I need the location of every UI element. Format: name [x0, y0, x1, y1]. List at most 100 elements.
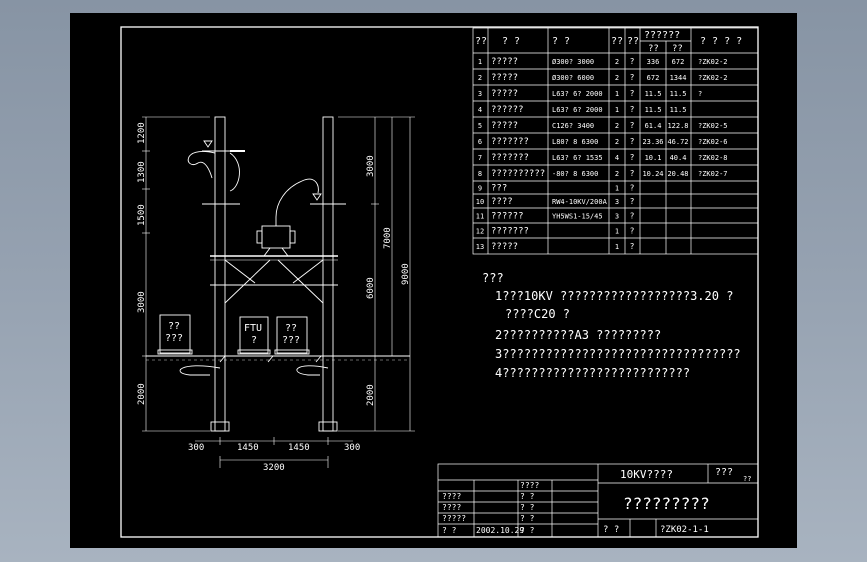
drawing-frame: [120, 26, 759, 538]
bom-row-weight-1: 23.36: [642, 138, 663, 146]
dim-bottom-3: 1450: [288, 443, 310, 453]
dim-left-5: 2000: [137, 383, 147, 405]
bom-row-unit: ?: [630, 73, 635, 82]
bom-row-unit: ?: [630, 137, 635, 146]
bom-row-note: ?ZK02-2: [698, 74, 728, 82]
bom-row-qty: 1: [615, 106, 619, 114]
dim-right-2: 6000: [366, 277, 376, 299]
switch-equipment: [261, 225, 291, 249]
bom-row-spec: L63? 6? 1535: [552, 154, 603, 162]
bom-row-note: ?ZK02-6: [698, 138, 728, 146]
notes-line-2: ????C20 ?: [505, 307, 570, 321]
right-pole: [322, 116, 334, 432]
mid-row-1: ????: [520, 481, 539, 490]
notes-line-1: 1???10KV ??????????????????3.20 ?: [495, 289, 733, 303]
bom-row-no: 13: [476, 243, 484, 251]
bom-subheader-1: ??: [672, 44, 683, 54]
bom-row-name: ?????: [491, 121, 518, 131]
bom-row-spec: -80? 8 6300: [552, 170, 598, 178]
dim-right-mid: 7000: [383, 227, 393, 249]
bom-row-qty: 1: [615, 185, 619, 193]
bom-subheader-0: ??: [648, 44, 659, 54]
left-cabinet-label-2: ???: [165, 333, 183, 344]
bom-row-unit: ?: [630, 169, 635, 178]
left-row-3: ????: [442, 503, 461, 512]
right-cabinet-label-1: ??: [285, 323, 297, 334]
bom-header-4: ??: [627, 36, 639, 47]
left-cabinet-label-1: ??: [168, 321, 180, 332]
bom-row-weight-1: 10.24: [642, 170, 663, 178]
dim-left-4: 3000: [137, 291, 147, 313]
bom-row-spec: RW4-10KV/200A: [552, 198, 608, 206]
cabinet-labels: ?? ??? FTU ? ?? ???: [165, 321, 300, 346]
bom-row-unit: ?: [630, 121, 635, 130]
bom-row-spec: YH5WS1-15/45: [552, 213, 603, 221]
notes-title: ???: [482, 271, 504, 285]
bom-row-no: 4: [478, 106, 482, 114]
bom-row-no: 5: [478, 122, 482, 130]
bom-header-2: ? ?: [552, 36, 570, 47]
bom-row-name: ???????: [491, 153, 529, 163]
dim-right-3: 2000: [366, 384, 376, 406]
cad-drawing: ??? ?? ???????????? ? ? ?????1?????Ø300?…: [120, 26, 759, 538]
bom-row-spec: L80? 8 6300: [552, 138, 598, 146]
bom-row-spec: L63? 6? 2000: [552, 90, 603, 98]
dim-bottom-2: 1450: [237, 443, 259, 453]
bom-row-weight-1: 672: [647, 74, 660, 82]
dim-left-3: 1500: [137, 204, 147, 226]
bom-row-weight-2: 672: [672, 58, 685, 66]
cad-sheet: ??? ?? ???????????? ? ? ?????1?????Ø300?…: [70, 13, 797, 548]
sheet-label: ? ?: [603, 525, 619, 535]
bom-row-name: ?????: [491, 57, 518, 67]
bom-row-unit: ?: [630, 242, 635, 251]
bom-row-qty: 4: [615, 154, 619, 162]
bom-row-no: 8: [478, 170, 482, 178]
left-row-2: ????: [442, 492, 461, 501]
bom-row-unit: ?: [630, 212, 635, 221]
bom-row-qty: 2: [615, 74, 619, 82]
bom-header-5: ??????: [644, 30, 680, 41]
project-code: ???: [715, 467, 733, 478]
drawing-number: ?ZK02-1-1: [660, 525, 709, 535]
bom-row-weight-2: 20.48: [667, 170, 688, 178]
bom-row-name: ????: [491, 197, 513, 207]
bom-row-weight-1: 10.1: [645, 154, 662, 162]
bom-row-name: ???????: [491, 137, 529, 147]
bom-row-qty: 1: [615, 90, 619, 98]
bom-row-weight-2: 46.72: [667, 138, 688, 146]
bom-row-qty: 2: [615, 122, 619, 130]
bom-row-spec: Ø300? 3000: [552, 58, 594, 66]
left-cabinet: [159, 314, 191, 354]
mid-cabinet: [239, 316, 269, 354]
mid-cabinet-label-1: FTU: [244, 323, 262, 334]
bom-text: ??? ?? ???????????? ? ? ?????1?????Ø300?…: [475, 30, 742, 252]
bom-row-weight-1: 61.4: [645, 122, 662, 130]
bom-header-6: ? ? ? ?: [700, 36, 742, 47]
bom-row-no: 11: [476, 213, 484, 221]
bom-row-no: 10: [476, 198, 484, 206]
bom-row-weight-1: 11.5: [645, 90, 662, 98]
bom-row-no: 2: [478, 74, 482, 82]
project-name: 10KV????: [620, 468, 673, 481]
bom-header-1: ? ?: [502, 36, 520, 47]
mid-row-5: ? ?: [520, 526, 535, 535]
bom-row-qty: 2: [615, 58, 619, 66]
bom-row-weight-2: 1344: [670, 74, 687, 82]
bom-row-qty: 2: [615, 138, 619, 146]
title-block-text: 10KV???? ??? ?? ????????? ? ? ?ZK02-1-1 …: [442, 467, 751, 535]
bom-row-spec: L63? 6? 2000: [552, 106, 603, 114]
drawing-name: ?????????: [623, 494, 710, 513]
bom-row-name: ??????: [491, 212, 524, 222]
notes-line-3: 2??????????A3 ?????????: [495, 328, 661, 342]
bom-row-unit: ?: [630, 184, 635, 193]
bom-row-name: ???????: [491, 227, 529, 237]
bom-row-weight-2: 40.4: [670, 154, 687, 162]
bom-row-unit: ?: [630, 197, 635, 206]
dim-left-1: 1200: [137, 122, 147, 144]
mid-cabinet-label-2: ?: [251, 335, 257, 346]
bom-row-note: ?ZK02-2: [698, 58, 728, 66]
mid-row-4: ? ?: [520, 514, 535, 523]
bom-row-qty: 3: [615, 213, 619, 221]
bom-row-no: 1: [478, 58, 482, 66]
bom-row-unit: ?: [630, 153, 635, 162]
